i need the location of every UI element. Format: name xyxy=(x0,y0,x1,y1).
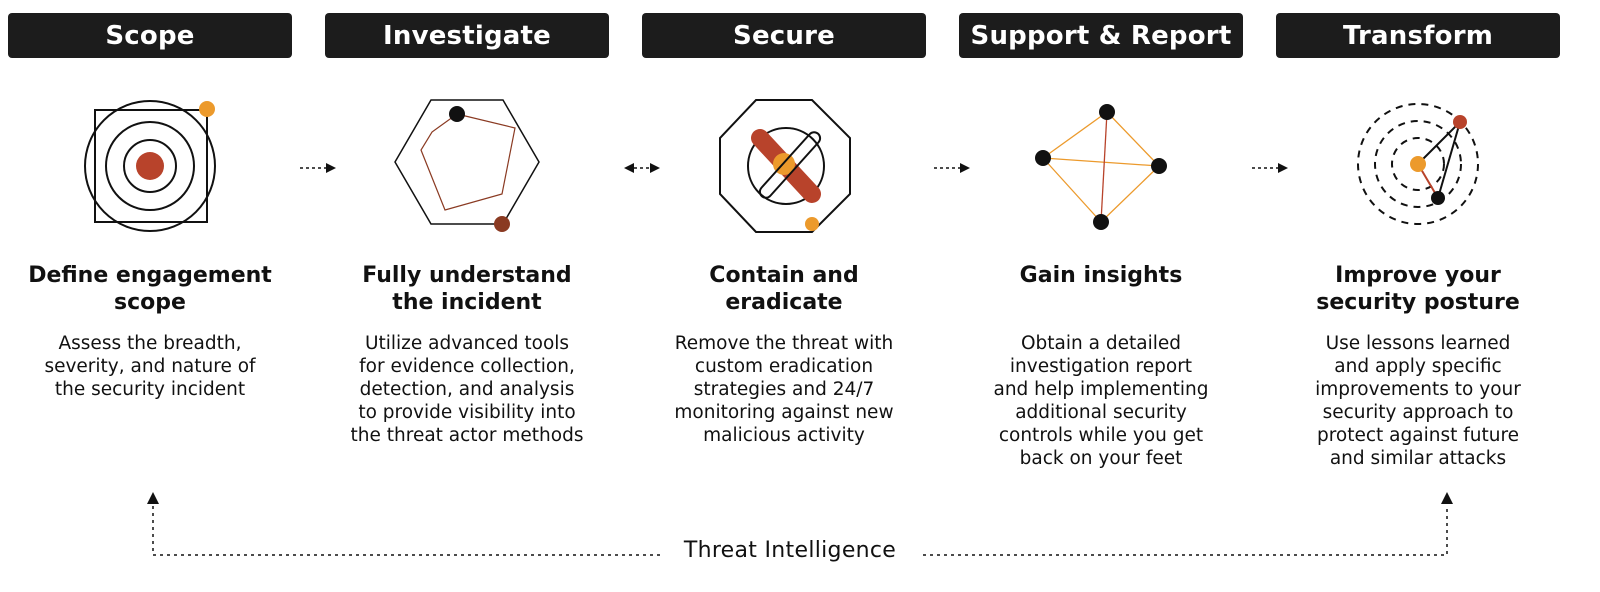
phase-title: Gain insights xyxy=(1019,263,1183,288)
phase-transform: Transform Improve your security posture … xyxy=(1268,0,1568,480)
phase-title: Define engagement scope xyxy=(28,263,272,315)
threat-intelligence-label: Threat Intelligence xyxy=(660,538,920,563)
phase-title: Improve your security posture xyxy=(1316,263,1520,315)
phase-secure: Secure Contain and eradicate Remove the … xyxy=(634,0,934,480)
radar-icon xyxy=(1357,103,1479,225)
octagon-icon xyxy=(719,99,851,233)
hexagon-icon xyxy=(394,99,540,232)
target-icon xyxy=(84,100,216,232)
arrow-right-icon xyxy=(300,163,336,173)
phase-scope: Scope Define engagement scope Assess the… xyxy=(0,0,300,480)
tab-investigate: Investigate xyxy=(325,13,609,58)
tab-scope: Scope xyxy=(8,13,292,58)
tab-support-report: Support & Report xyxy=(959,13,1243,58)
phase-investigate: Investigate Fully understand the inciden… xyxy=(317,0,617,480)
arrow-up-icon xyxy=(147,492,159,504)
phase-description: Use lessons learned and apply specific i… xyxy=(1315,333,1521,469)
arrow-right-icon xyxy=(1252,163,1288,173)
network-icon xyxy=(1035,104,1167,230)
phase-description: Utilize advanced tools for evidence coll… xyxy=(350,333,584,446)
phase-description: Remove the threat with custom eradicatio… xyxy=(674,333,894,446)
tab-secure: Secure xyxy=(642,13,926,58)
tab-transform: Transform xyxy=(1276,13,1560,58)
phase-title: Contain and eradicate xyxy=(709,263,859,315)
phase-support-report: Support & Report Gain insights Obtain a … xyxy=(951,0,1251,480)
phase-description: Assess the breadth, severity, and nature… xyxy=(44,333,256,400)
arrow-up-icon xyxy=(1441,492,1453,504)
feedback-loop xyxy=(147,492,1453,556)
arrow-right-icon xyxy=(934,163,970,173)
phase-title: Fully understand the incident xyxy=(362,263,572,315)
phase-description: Obtain a detailed investigation report a… xyxy=(993,333,1209,469)
arrow-bidirectional-icon xyxy=(624,163,660,173)
